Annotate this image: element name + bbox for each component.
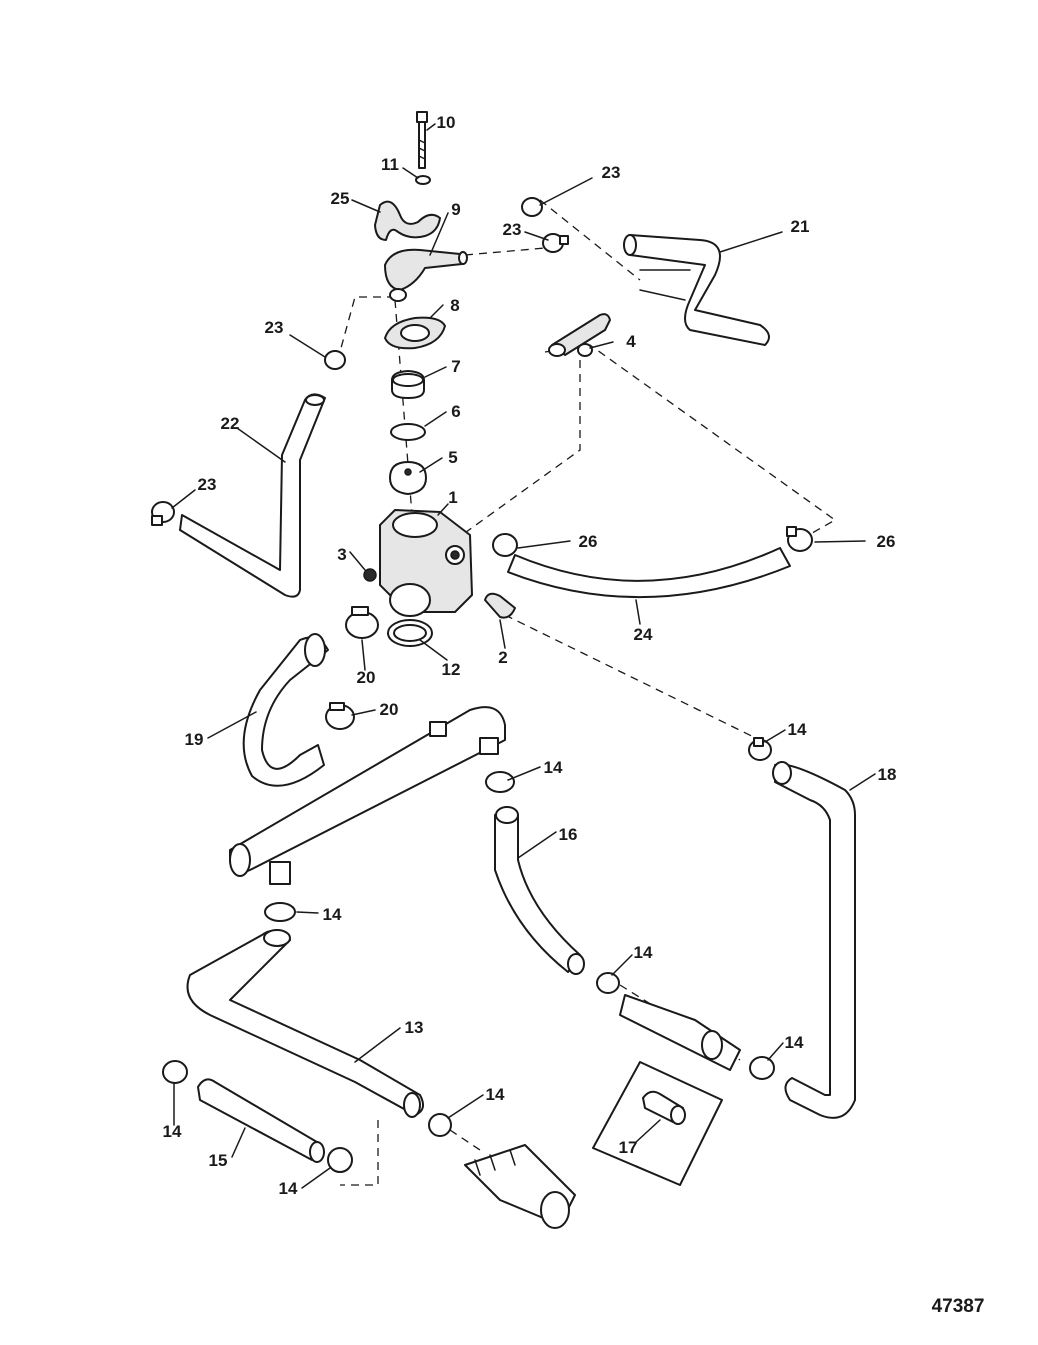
- callout-10: 10: [437, 113, 456, 132]
- part-hose: [494, 806, 585, 975]
- part-hose: [507, 547, 791, 598]
- part-fitting: [484, 592, 516, 619]
- callout-14: 14: [544, 758, 563, 777]
- callout-15: 15: [209, 1151, 228, 1170]
- callout-1: 1: [448, 488, 457, 507]
- part-clamp: [748, 737, 772, 761]
- callout-3: 3: [337, 545, 346, 564]
- part-clamp: [786, 526, 813, 552]
- callout-20: 20: [357, 668, 376, 687]
- callout-8: 8: [450, 296, 459, 315]
- callout-23: 23: [265, 318, 284, 337]
- part-clamp: [325, 702, 355, 730]
- part-clamp: [521, 197, 543, 217]
- part-clamp: [542, 233, 569, 253]
- part-seal: [391, 370, 425, 399]
- callout-5: 5: [448, 448, 457, 467]
- part-hose: [623, 234, 770, 346]
- part-plug: [363, 568, 377, 582]
- part-clamp: [428, 1113, 452, 1137]
- part-clamp: [345, 606, 379, 639]
- part-hose: [197, 1078, 325, 1163]
- figure-reference-number: 47387: [932, 1296, 985, 1317]
- part-thermostat-cover: [384, 248, 468, 302]
- part-clamp: [492, 533, 518, 557]
- part-elbow-fitting: [548, 313, 611, 357]
- callout-24: 24: [634, 625, 653, 644]
- part-gasket: [384, 316, 446, 350]
- part-kit-box: [592, 1061, 723, 1186]
- callout-17: 17: [619, 1138, 638, 1157]
- callout-20: 20: [380, 700, 399, 719]
- callout-25: 25: [331, 189, 350, 208]
- part-o-ring: [387, 619, 433, 647]
- part-clamp: [485, 771, 515, 793]
- callout-14: 14: [486, 1085, 505, 1104]
- callout-19: 19: [185, 730, 204, 749]
- callout-2: 2: [498, 648, 507, 667]
- part-clamp: [162, 1060, 188, 1084]
- callout-14: 14: [634, 943, 653, 962]
- callout-23: 23: [503, 220, 522, 239]
- part-clamp: [749, 1056, 775, 1080]
- callout-16: 16: [559, 825, 578, 844]
- callout-26: 26: [579, 532, 598, 551]
- callout-21: 21: [791, 217, 810, 236]
- callout-26: 26: [877, 532, 896, 551]
- callout-14: 14: [788, 720, 807, 739]
- part-pump: [464, 1144, 576, 1229]
- callout-6: 6: [451, 402, 460, 421]
- part-clamp: [596, 972, 620, 994]
- callout-12: 12: [442, 660, 461, 679]
- callout-labels: 10 11 25 9 23 23 21 8 4 23 7 6 5 22 23 1…: [163, 113, 897, 1198]
- callout-11: 11: [381, 155, 399, 174]
- part-bracket: [374, 200, 441, 241]
- part-bolt: [416, 111, 428, 169]
- part-hose: [186, 929, 425, 1118]
- part-clamp: [264, 902, 296, 922]
- callout-22: 22: [221, 414, 240, 433]
- callout-23: 23: [198, 475, 217, 494]
- part-cooler: [619, 994, 741, 1071]
- part-hose: [179, 393, 326, 598]
- leader-lines: [171, 123, 876, 1189]
- part-thermostat-housing: [379, 509, 473, 617]
- part-manifold: [229, 706, 506, 885]
- part-clamp: [324, 350, 346, 370]
- callout-14: 14: [323, 905, 342, 924]
- part-thermostat: [389, 461, 427, 495]
- callout-7: 7: [451, 357, 460, 376]
- callout-23: 23: [602, 163, 621, 182]
- part-clamp: [327, 1147, 353, 1173]
- callout-4: 4: [626, 332, 636, 351]
- part-washer: [415, 175, 431, 185]
- part-hose: [242, 633, 329, 787]
- part-hose: [772, 761, 856, 1119]
- part-clamp: [151, 501, 175, 526]
- callout-14: 14: [785, 1033, 804, 1052]
- callout-9: 9: [451, 200, 460, 219]
- part-ring: [390, 423, 426, 441]
- callout-14: 14: [279, 1179, 298, 1198]
- callout-13: 13: [405, 1018, 424, 1037]
- callout-18: 18: [878, 765, 897, 784]
- callout-14: 14: [163, 1122, 182, 1141]
